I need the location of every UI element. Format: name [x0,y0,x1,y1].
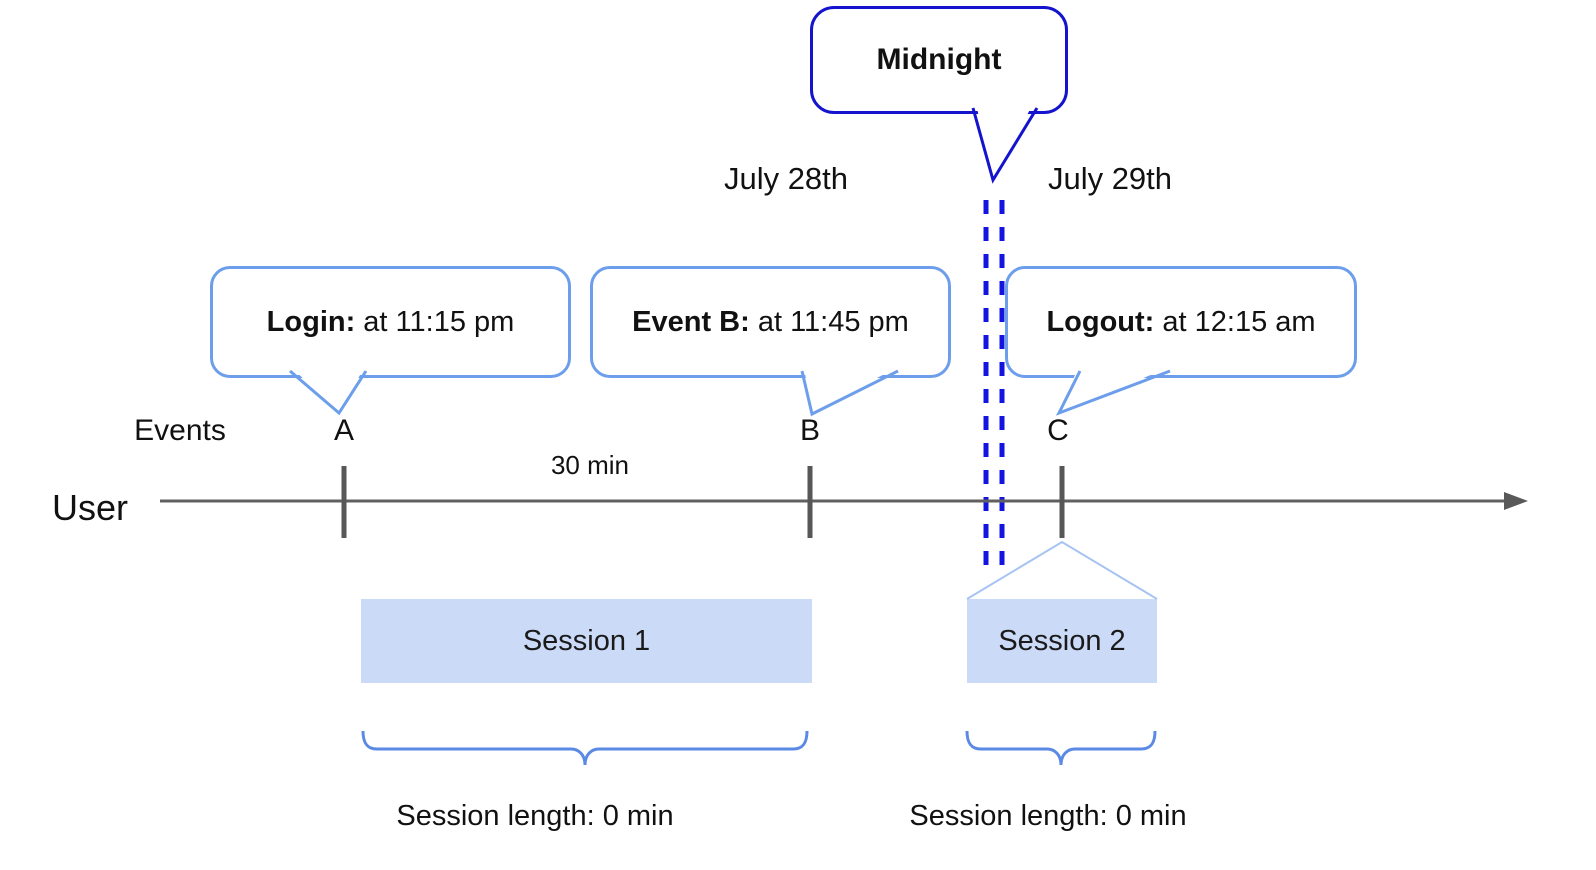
user-timeline-arrow [160,492,1528,510]
event-marker-a-label: A [333,414,354,447]
session-2-brace [965,730,1157,766]
date-label-july-29: July 29th [1047,161,1173,196]
event-marker-b-label: B [799,414,820,447]
midnight-callout: Midnight [810,6,1068,114]
session-2-bar: Session 2 [967,599,1157,683]
session-1-length-label: Session length: 0 min [396,800,674,832]
login-callout: Login: at 11:15 pm [210,266,571,378]
session-2-length-label: Session length: 0 min [909,800,1187,832]
event-tick-marks [341,466,1065,538]
event-b-callout-detail: at 11:45 pm [749,305,909,338]
session-2-label: Session 2 [998,624,1126,657]
logout-callout-detail: at 12:15 am [1154,305,1316,338]
midnight-dashed-lines [983,200,1005,578]
logout-callout-title: Logout: [1046,305,1155,338]
midnight-callout-label: Midnight [876,43,1002,76]
session-1-brace [361,730,809,766]
event-b-callout-title: Event B: [632,305,750,338]
events-axis-label: Events [134,414,226,447]
login-callout-detail: at 11:15 pm [355,305,515,338]
session-1-bar: Session 1 [361,599,812,683]
session-1-label: Session 1 [522,624,651,657]
interval-30min-label: 30 min [550,450,630,480]
event-marker-c-label: C [1047,414,1069,447]
user-row-label: User [51,487,128,528]
date-label-july-28: July 28th [723,161,849,196]
event-c-session2-connector [966,540,1158,600]
login-callout-title: Login: [266,305,356,338]
logout-callout: Logout: at 12:15 am [1005,266,1357,378]
event-b-callout: Event B: at 11:45 pm [590,266,951,378]
